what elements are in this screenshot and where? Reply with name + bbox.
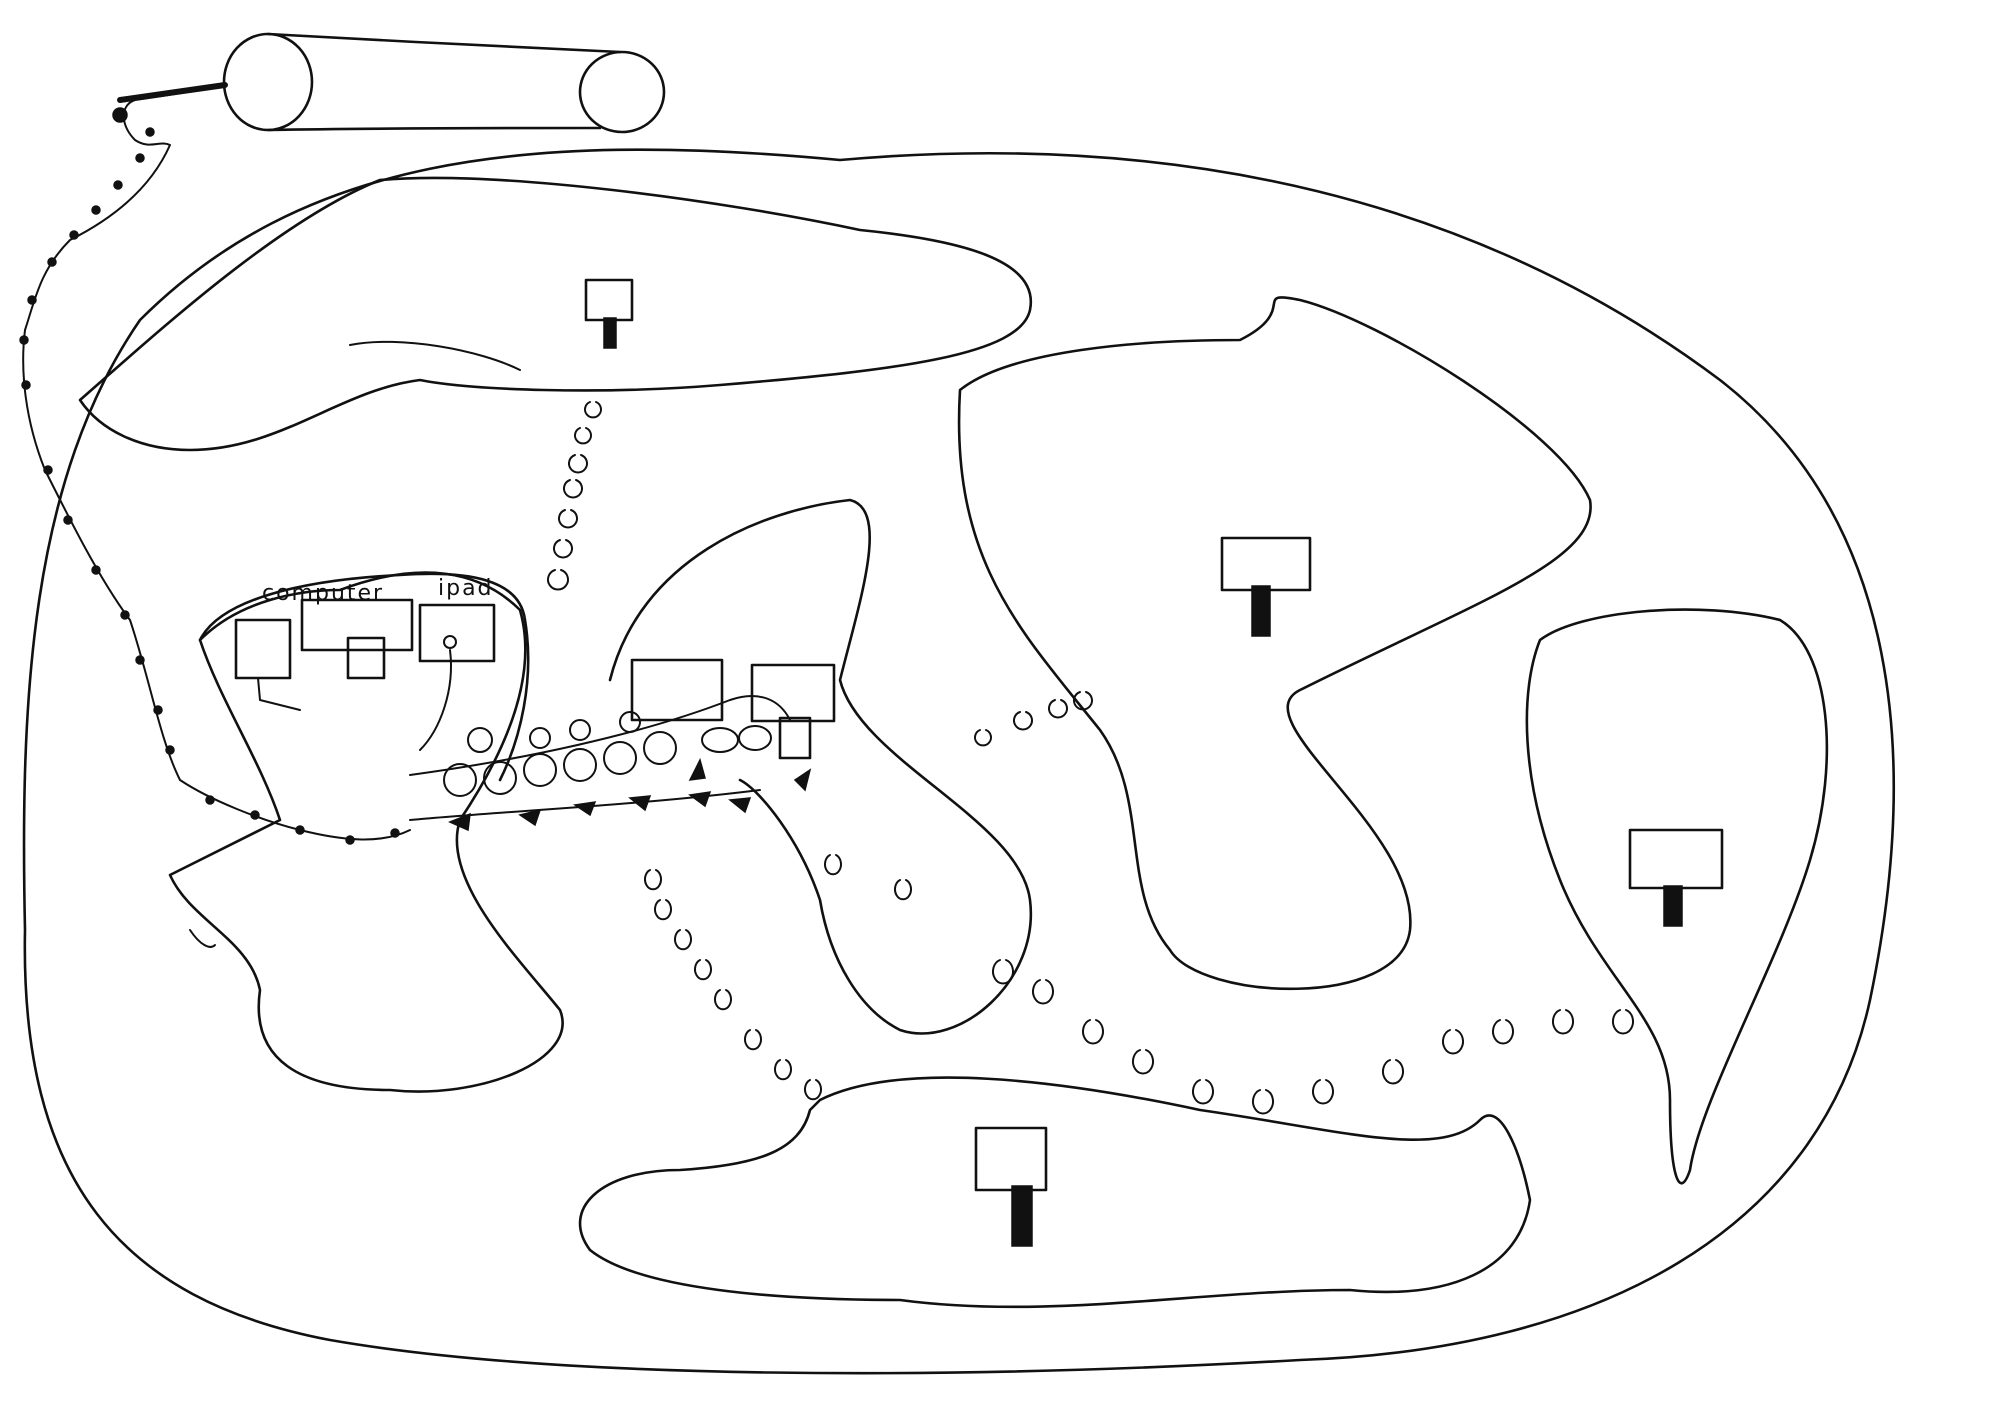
tree-icon-top [584,278,634,349]
traffic-arrows [448,757,812,832]
center-building-right-icon [750,663,836,760]
cable-line [22,84,411,841]
desk-area [198,572,530,782]
cable-plug-end [112,107,128,123]
top-chamber [78,176,1033,452]
tube-icon [222,32,666,134]
cable-plug-icon [117,82,228,103]
ipad-icon [418,603,496,751]
tree-icon-bottom [974,1126,1048,1247]
middle-chamber [608,498,1033,1035]
center-building-left-icon [630,658,724,722]
bottom-chamber [578,1076,1532,1309]
traffic-circles [443,711,772,797]
footprint-trail-top [547,401,602,591]
traffic-band-top [409,695,791,776]
cable-beads [19,127,400,845]
computer-icon [234,598,414,711]
computer-label: computer [262,581,384,606]
tree-icon-right [1220,536,1312,637]
footprint-trail-lower [644,854,1634,1115]
far-right-chamber [1525,608,1829,1185]
footprint-trail-middle [974,691,1093,747]
left-lower-chamber-gap [189,929,216,948]
tree-icon-far-right [1628,828,1724,927]
top-chamber-lip [349,340,521,371]
ipad-label: ipad [438,576,494,601]
outer-boundary [22,148,1895,1375]
right-chamber [957,296,1592,991]
